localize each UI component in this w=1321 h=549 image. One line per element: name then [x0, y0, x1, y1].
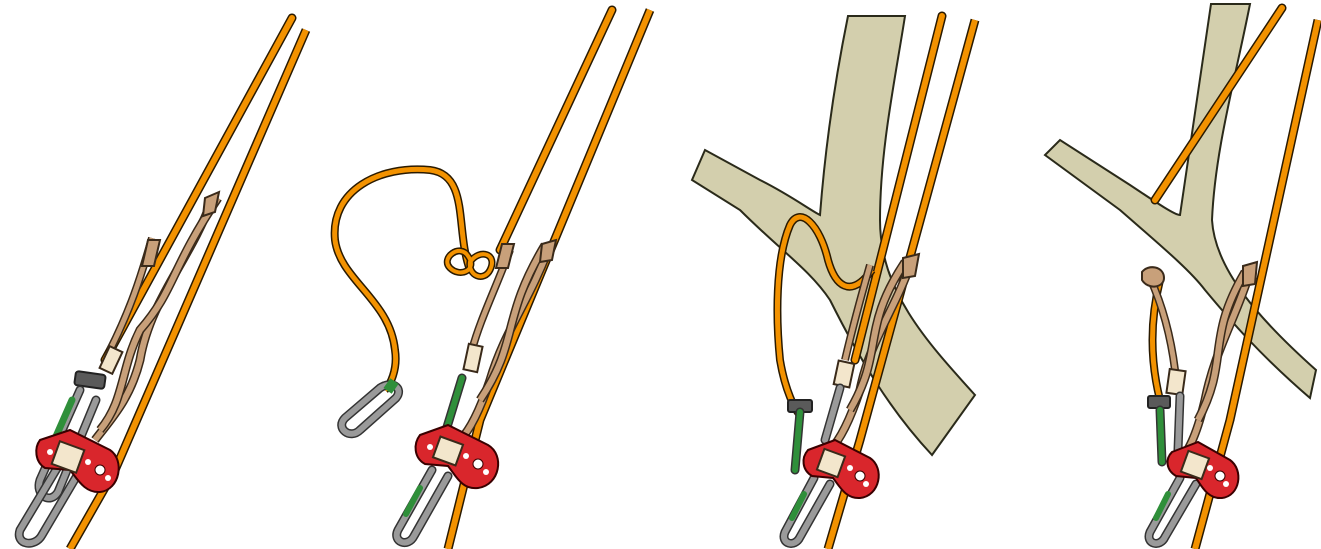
carabiner [342, 378, 399, 434]
tree-trunk [692, 16, 975, 455]
panel-1 [19, 18, 306, 549]
panel-3 [692, 16, 975, 549]
sling-tab [100, 346, 123, 374]
prusik-cord [95, 192, 219, 440]
sling-tab [834, 361, 855, 388]
pulley [803, 440, 878, 498]
carabiner [784, 478, 830, 543]
sling-tab [463, 344, 482, 372]
sling-tab [1166, 369, 1185, 395]
panel-2 [335, 10, 650, 549]
panel-4 [1045, 4, 1318, 549]
carabiner [1149, 478, 1196, 543]
carabiner [397, 470, 448, 543]
